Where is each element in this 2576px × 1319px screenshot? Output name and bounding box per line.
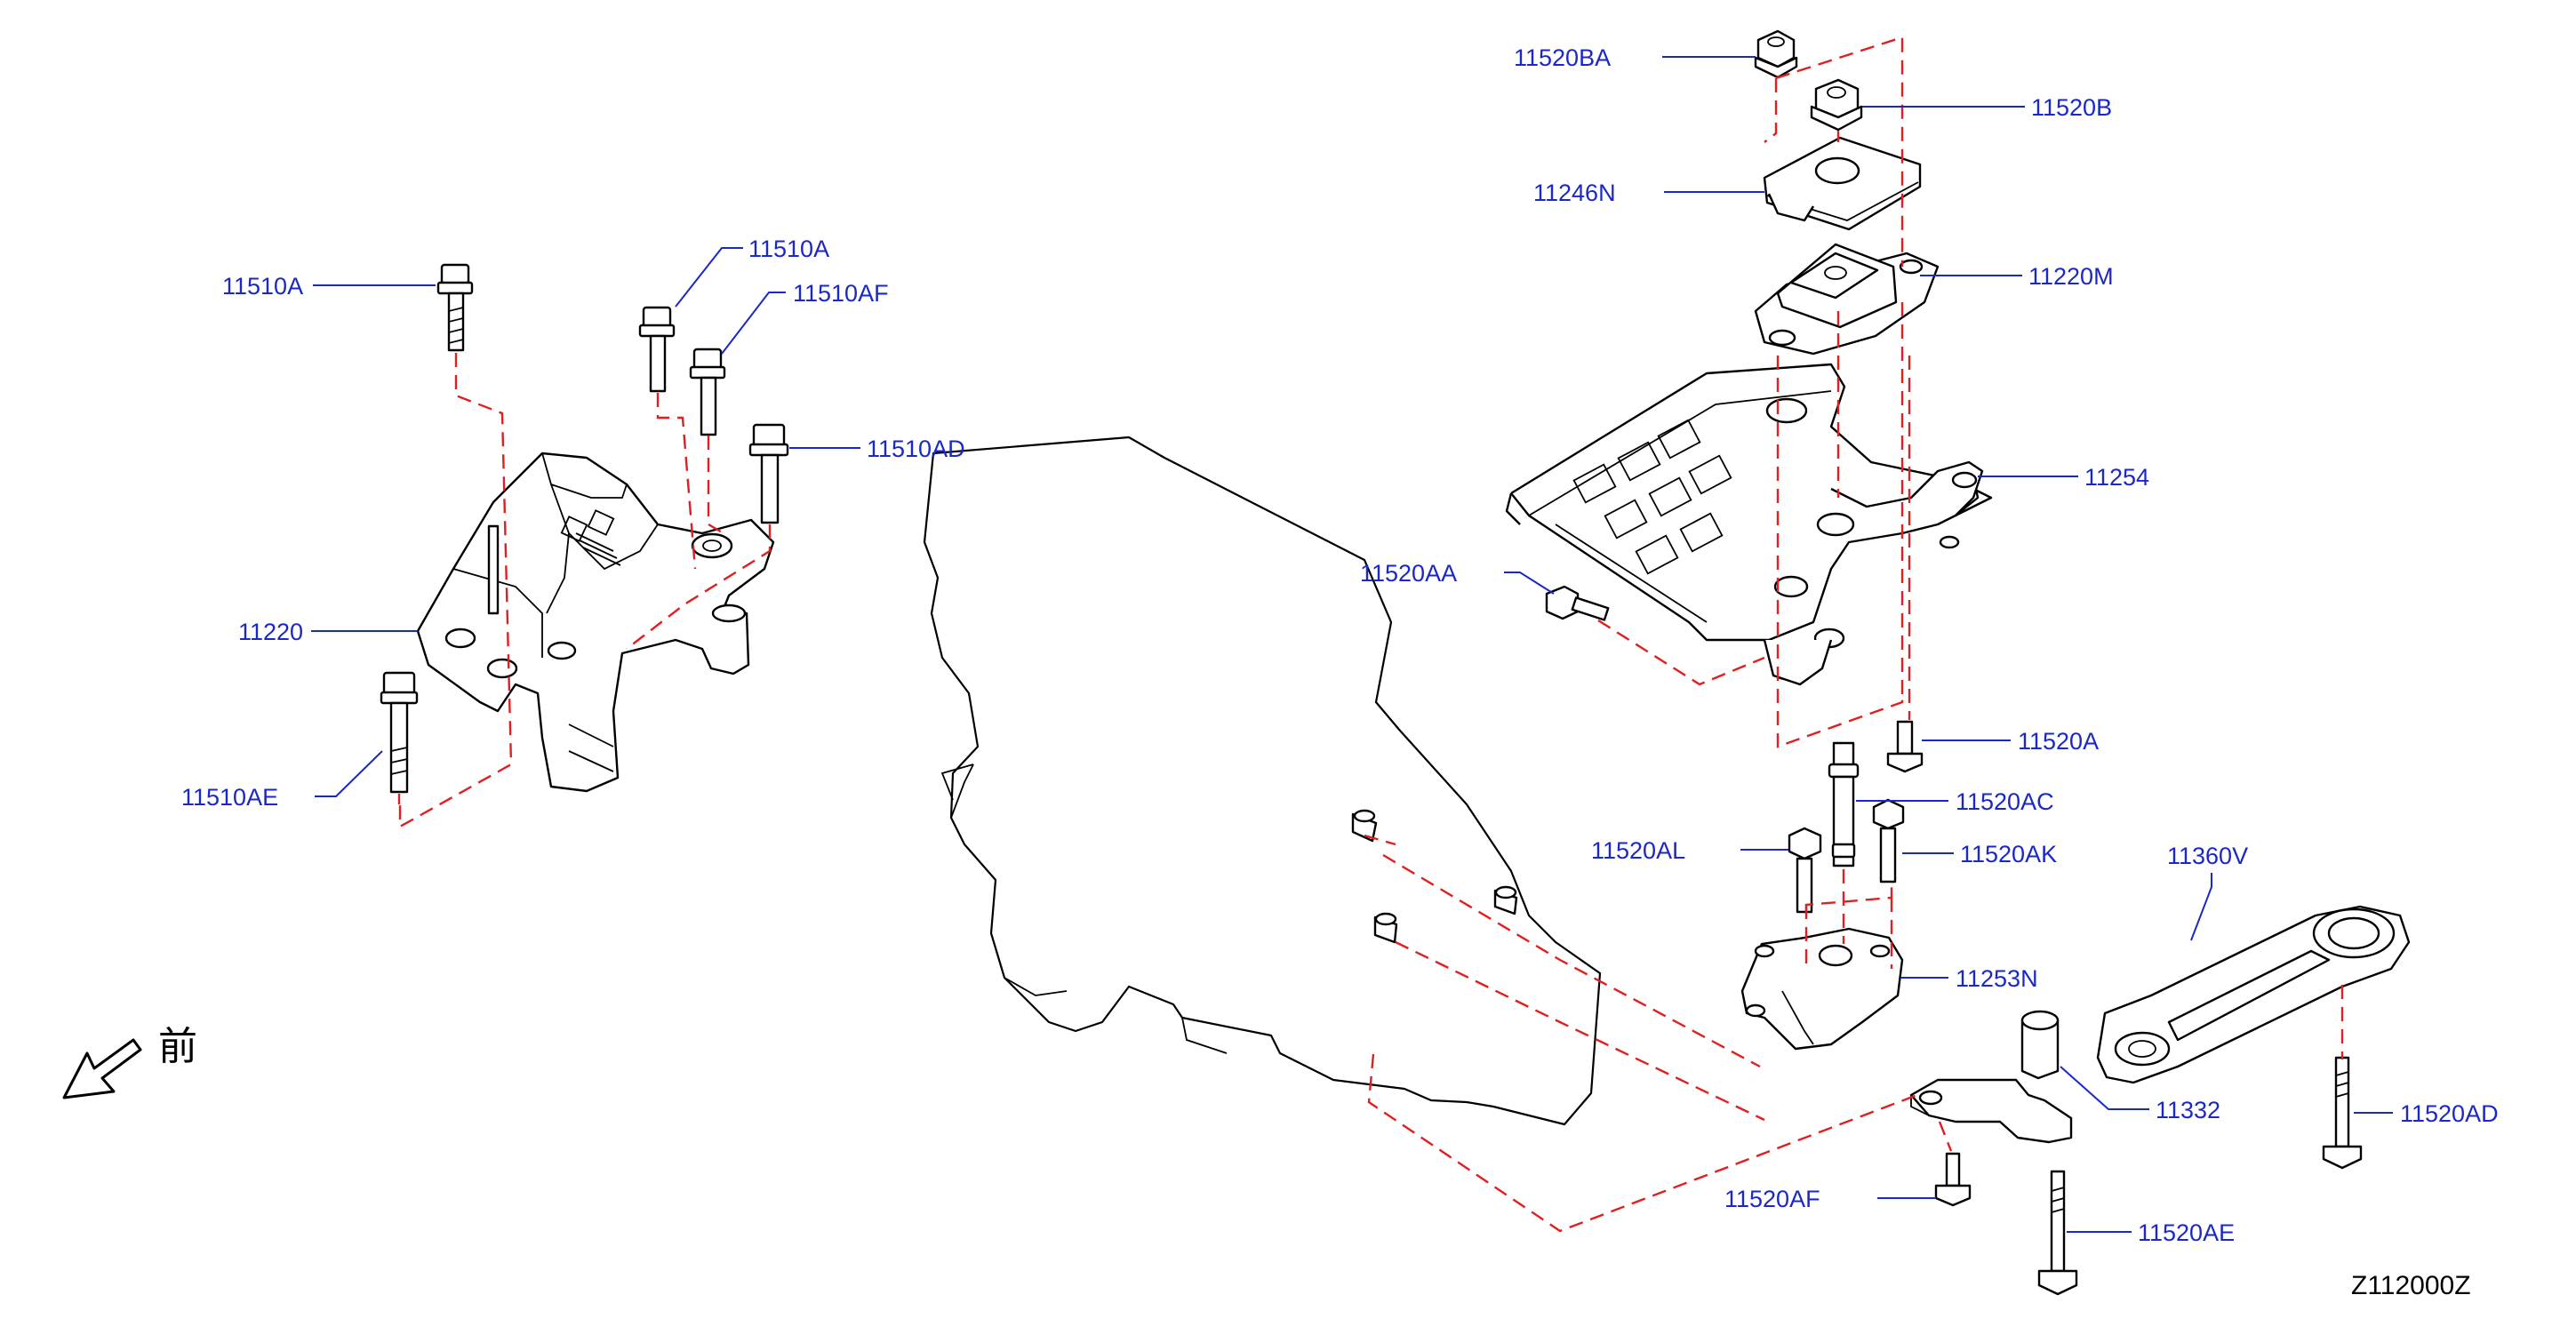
- engine-block-outline: [923, 436, 1602, 1126]
- callout-11520AE: 11520AE: [2138, 1219, 2235, 1246]
- callout-11510AE: 11510AE: [181, 784, 278, 811]
- engine-mount-boss-1: [1351, 809, 1378, 843]
- bolt-11510AE: [380, 671, 419, 794]
- bolt-11510A-right: [638, 306, 676, 393]
- mount-11220: [416, 452, 775, 793]
- bolt-11510A-left: [436, 263, 474, 352]
- callout-11520AA: 11520AA: [1360, 560, 1457, 587]
- leader-line: [1504, 572, 1555, 595]
- callout-11220M: 11220M: [2028, 263, 2114, 290]
- alignment-lines-upper-right: [1597, 36, 1911, 748]
- callout-11520B: 11520B: [2031, 94, 2112, 121]
- bracket-11253N: [1740, 927, 1904, 1051]
- callout-11332: 11332: [2156, 1097, 2220, 1123]
- bolt-11520A: [1886, 720, 1924, 773]
- callout-11520AL: 11520AL: [1591, 837, 1685, 864]
- bracket-11254: [1505, 363, 1993, 686]
- callout-11520AD: 11520AD: [2400, 1100, 2499, 1127]
- callout-11520AF: 11520AF: [1724, 1186, 1820, 1212]
- callout-11520BA: 11520BA: [1514, 44, 1611, 71]
- bolt-11520AD: [2322, 1056, 2363, 1170]
- bolt-11510AD: [748, 423, 789, 524]
- callout-11520A-right: 11520A: [2018, 728, 2099, 755]
- callout-11510A: 11510A: [222, 273, 303, 300]
- callout-11510AF: 11510AF: [793, 280, 889, 307]
- plate-11246N: [1763, 136, 1922, 231]
- leader-line: [721, 292, 786, 355]
- bracket-11332: [1909, 1010, 2073, 1144]
- bolt-11520AL: [1788, 827, 1822, 914]
- engine-mount-boss-3: [1493, 885, 1518, 915]
- stud-11520AC: [1828, 741, 1860, 867]
- leader-line: [315, 750, 383, 797]
- rod-11360V: [2096, 905, 2411, 1084]
- front-label: 前: [158, 1024, 197, 1069]
- bolt-11520AF: [1934, 1152, 1972, 1207]
- callout-11510AD: 11510AD: [867, 436, 965, 462]
- alignment-lines-left: [397, 353, 772, 829]
- figure-id: Z112000Z: [2351, 1271, 2471, 1300]
- bolt-11510AF: [689, 348, 726, 436]
- callout-11510A-upper: 11510A: [748, 236, 829, 262]
- callout-11246N: 11246N: [1533, 180, 1616, 206]
- nut-11520B: [1810, 78, 1863, 132]
- front-arrow-icon: [62, 1038, 142, 1099]
- alignment-lines-lower: [1364, 834, 2344, 1233]
- callout-11220: 11220: [238, 619, 303, 645]
- engine-mount-boss-2: [1373, 912, 1398, 944]
- callout-11520AC: 11520AC: [1956, 788, 2054, 815]
- leader-line: [2060, 1066, 2149, 1110]
- bolt-11520AK: [1872, 798, 1905, 883]
- callout-11520AK: 11520AK: [1960, 841, 2057, 867]
- bolt-11520AA: [1545, 585, 1610, 621]
- nut-11520BA: [1754, 29, 1798, 79]
- callout-11253N: 11253N: [1956, 965, 2038, 992]
- insulator-11220M: [1754, 243, 1940, 356]
- callout-11254: 11254: [2084, 464, 2149, 491]
- bolt-11520AE: [2037, 1170, 2078, 1296]
- leader-line: [675, 247, 743, 308]
- leader-line: [2190, 873, 2212, 941]
- callout-11360V: 11360V: [2167, 843, 2248, 869]
